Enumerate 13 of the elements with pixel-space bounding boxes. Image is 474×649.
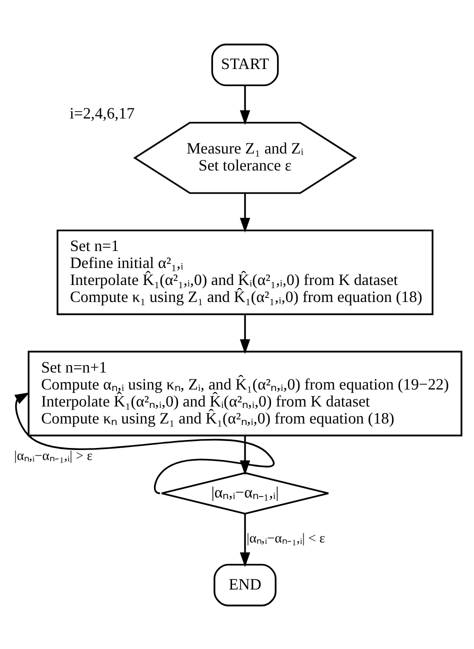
- node-box: END: [214, 563, 276, 606]
- node-diamond: |αₙ,ᵢ−αₙ₋₁,ᵢ|: [160, 472, 330, 514]
- node-box: Set n=1 Define initial α²₁,ᵢ Interpolate K̂₁(α²₁,ᵢ,0) and K̂ᵢ(α²₁,ᵢ,0) from K dataset Compute κ₁ using Z₁ and K̂₁(α²₁,ᵢ,0) from equation (18): [56, 229, 434, 315]
- edge-label: |αₙ,ᵢ−αₙ₋₁,ᵢ| < ε: [246, 530, 326, 546]
- arrow: [240, 314, 250, 354]
- arrow: [14, 392, 274, 494]
- node-label: i=2,4,6,17: [70, 104, 135, 122]
- edge-label: |αₙ,ᵢ−αₙ₋₁,ᵢ| > ε: [14, 447, 93, 462]
- arrow: [240, 85, 250, 125]
- node-box: START: [211, 43, 279, 86]
- arrow: [240, 192, 250, 232]
- node-box: Set n=n+1 Compute αₙ,ᵢ using κₙ, Zᵢ, and K̂₁(α²ₙ,ᵢ,0) from equation (19−22) Interpolate K̂₁(α²ₙ,ᵢ,0) and K̂ᵢ(α²ₙ,ᵢ,0) from K dataset Compute κₙ using Z₁ and K̂₁(α²ₙ,ᵢ,0) from equation (18): [28, 350, 462, 436]
- arrow: [240, 513, 250, 567]
